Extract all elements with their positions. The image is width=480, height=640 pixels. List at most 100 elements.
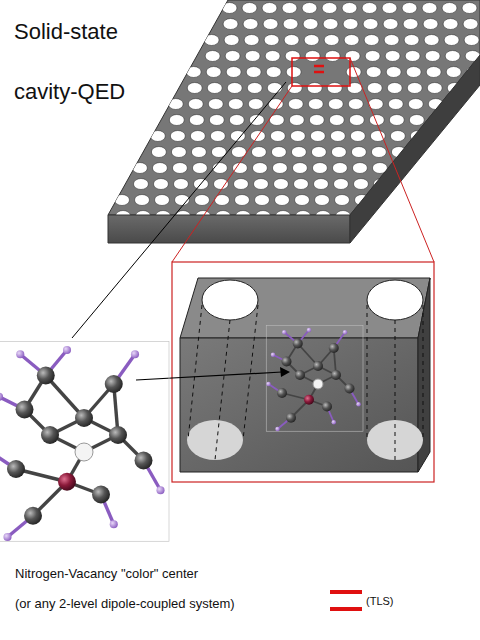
air-hole bbox=[284, 35, 299, 46]
air-hole bbox=[342, 3, 357, 14]
atom bbox=[110, 520, 118, 528]
air-hole bbox=[387, 83, 402, 94]
air-hole bbox=[445, 51, 460, 62]
atom bbox=[105, 375, 123, 393]
atom bbox=[295, 370, 305, 380]
atom bbox=[332, 420, 337, 425]
atom bbox=[37, 367, 55, 385]
tls-mark bbox=[314, 71, 324, 74]
air-hole bbox=[307, 83, 322, 94]
air-hole bbox=[270, 131, 285, 142]
air-hole bbox=[302, 3, 317, 14]
air-hole bbox=[442, 3, 457, 14]
air-hole bbox=[402, 3, 417, 14]
air-hole bbox=[351, 147, 366, 158]
tls-mark bbox=[314, 65, 324, 68]
air-hole bbox=[229, 115, 244, 126]
air-hole bbox=[305, 51, 320, 62]
air-hole bbox=[388, 99, 403, 110]
air-hole bbox=[168, 99, 183, 110]
air-hole bbox=[469, 115, 480, 126]
atom bbox=[356, 402, 361, 407]
air-hole bbox=[436, 211, 451, 222]
atom bbox=[304, 395, 314, 405]
air-hole bbox=[245, 51, 260, 62]
title: Solid-state cavity-QED bbox=[14, 2, 154, 122]
zoom-line bbox=[172, 86, 292, 262]
air-hole bbox=[451, 147, 466, 158]
air-hole bbox=[472, 163, 480, 174]
air-hole bbox=[452, 163, 467, 174]
air-hole bbox=[383, 19, 398, 30]
air-hole bbox=[205, 51, 220, 62]
pointer-line bbox=[72, 82, 286, 338]
air-hole bbox=[426, 67, 441, 78]
air-hole bbox=[313, 179, 328, 190]
atom bbox=[329, 343, 339, 353]
air-hole bbox=[390, 131, 405, 142]
atom bbox=[156, 486, 164, 494]
air-hole bbox=[362, 3, 377, 14]
air-hole bbox=[202, 280, 258, 320]
air-hole bbox=[226, 67, 241, 78]
air-holes bbox=[115, 3, 480, 222]
tls-level bbox=[330, 607, 362, 611]
air-hole bbox=[223, 19, 238, 30]
air-hole bbox=[287, 83, 302, 94]
air-hole bbox=[273, 179, 288, 190]
atom bbox=[135, 452, 153, 470]
air-hole bbox=[422, 3, 437, 14]
air-hole bbox=[253, 179, 268, 190]
air-hole bbox=[427, 83, 442, 94]
air-hole bbox=[289, 115, 304, 126]
air-hole bbox=[151, 147, 166, 158]
air-hole bbox=[315, 195, 330, 206]
air-hole bbox=[323, 19, 338, 30]
air-hole bbox=[325, 51, 340, 62]
atom bbox=[322, 402, 332, 412]
air-hole bbox=[345, 51, 360, 62]
air-hole bbox=[413, 179, 428, 190]
air-hole bbox=[404, 35, 419, 46]
air-hole bbox=[191, 147, 206, 158]
atom bbox=[282, 357, 292, 367]
atom bbox=[109, 426, 127, 444]
air-hole bbox=[453, 179, 468, 190]
cavity-box bbox=[292, 58, 350, 86]
air-hole bbox=[235, 195, 250, 206]
air-hole bbox=[456, 211, 471, 222]
air-hole bbox=[444, 35, 459, 46]
air-hole bbox=[407, 83, 422, 94]
air-hole bbox=[208, 99, 223, 110]
air-hole bbox=[248, 99, 263, 110]
atom bbox=[266, 382, 271, 387]
air-hole bbox=[329, 115, 344, 126]
air-hole bbox=[408, 99, 423, 110]
air-hole bbox=[171, 147, 186, 158]
air-hole bbox=[416, 211, 431, 222]
air-hole bbox=[224, 35, 239, 46]
air-hole bbox=[322, 3, 337, 14]
atom bbox=[277, 388, 287, 398]
air-hole bbox=[272, 163, 287, 174]
air-hole bbox=[169, 115, 184, 126]
air-hole bbox=[189, 115, 204, 126]
air-hole bbox=[455, 195, 470, 206]
air-hole bbox=[384, 35, 399, 46]
air-hole bbox=[252, 163, 267, 174]
air-hole bbox=[267, 83, 282, 94]
air-hole bbox=[227, 83, 242, 94]
air-hole bbox=[425, 51, 440, 62]
air-hole bbox=[463, 19, 478, 30]
air-hole bbox=[470, 131, 480, 142]
air-hole bbox=[324, 35, 339, 46]
atom bbox=[16, 401, 34, 419]
air-hole bbox=[255, 195, 270, 206]
air-hole bbox=[332, 163, 347, 174]
atom bbox=[7, 460, 25, 478]
air-hole bbox=[204, 35, 219, 46]
pointer-arrow bbox=[136, 372, 282, 380]
atom bbox=[345, 384, 355, 394]
air-hole bbox=[371, 147, 386, 158]
air-hole bbox=[247, 83, 262, 94]
